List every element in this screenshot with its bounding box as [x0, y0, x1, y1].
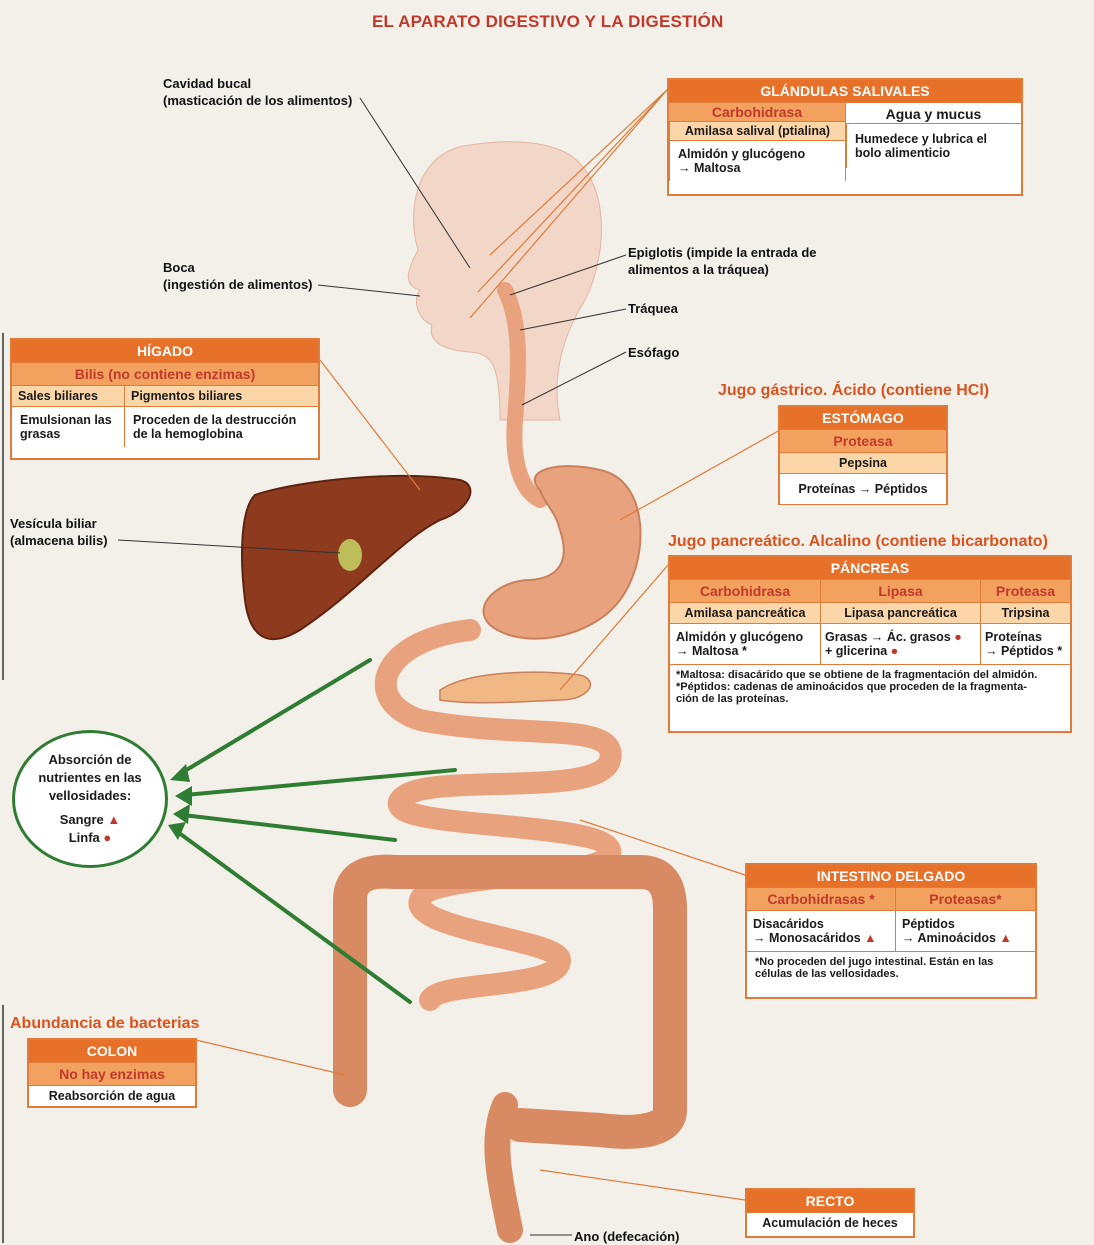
- leader-recto: [540, 1170, 745, 1200]
- estomago-proteasa: Proteasa: [780, 430, 946, 452]
- absorption-arrow-3: [183, 815, 395, 840]
- linfa-dot-icon: ●: [954, 630, 962, 644]
- estomago-header: ESTÓMAGO: [780, 407, 946, 429]
- glandulas-carbohidrasa: Carbohidrasa: [669, 102, 845, 121]
- heading-jugo-gastrico: Jugo gástrico. Ácido (contiene HCl): [718, 382, 989, 400]
- absorption-arrowhead-2: [175, 786, 192, 806]
- higado-bilis: Bilis (no contiene enzimas): [12, 363, 318, 385]
- leader-estomago: [620, 430, 780, 520]
- table-intestino-delgado: INTESTINO DELGADO Carbohidrasas * Protea…: [745, 863, 1037, 999]
- pancreas-amilasa: Amilasa pancreática: [670, 603, 820, 623]
- pancreas-carbohidrasa: Carbohidrasa: [670, 580, 820, 602]
- recto-acumulacion: Acumulación de heces: [747, 1213, 913, 1233]
- large-intestine: [350, 872, 670, 1132]
- table-higado: HÍGADO Bilis (no contiene enzimas) Sales…: [10, 338, 320, 460]
- rectum: [497, 1105, 510, 1230]
- leader-colon: [196, 1040, 345, 1075]
- glandulas-action: Almidón y glucógeno → Maltosa: [669, 140, 845, 181]
- colon-no-enzimas: No hay enzimas: [29, 1063, 195, 1085]
- glandulas-amilasa: Amilasa salival (ptialina): [669, 121, 845, 140]
- gallbladder: [338, 539, 362, 571]
- intestino-header: INTESTINO DELGADO: [747, 865, 1035, 887]
- table-recto: RECTO Acumulación de heces: [745, 1188, 915, 1238]
- table-pancreas: PÁNCREAS Carbohidrasa Lipasa Proteasa Am…: [668, 555, 1072, 733]
- pancreas-tripsina: Tripsina: [980, 603, 1070, 623]
- higado-pigmentos: Pigmentos biliares: [124, 386, 318, 406]
- heading-abundancia-bacterias: Abundancia de bacterias: [10, 1015, 199, 1033]
- heading-jugo-pancreatico: Jugo pancreático. Alcalino (contiene bic…: [668, 533, 1048, 551]
- intestino-carbohidrasas: Carbohidrasas *: [747, 888, 895, 910]
- table-glandulas-salivales: GLÁNDULAS SALIVALES Carbohidrasa Amilasa…: [667, 78, 1023, 196]
- linfa-dot-icon: ●: [103, 830, 111, 845]
- stomach: [484, 466, 641, 639]
- colon-reabsorcion: Reabsorción de agua: [29, 1086, 195, 1106]
- label-vesicula-biliar: Vesícula biliar (almacena bilis): [10, 515, 108, 549]
- sangre-triangle-icon: ▲: [107, 812, 120, 827]
- absorption-arrowhead-1: [170, 764, 190, 782]
- intestino-action-1: Disacáridos → Monosacáridos ▲: [747, 911, 895, 951]
- estomago-pepsina: Pepsina: [780, 453, 946, 473]
- label-cavidad-bucal: Cavidad bucal (masticación de los alimen…: [163, 75, 352, 109]
- sangre-triangle-icon: ▲: [864, 931, 876, 945]
- intestino-proteasas: Proteasas*: [895, 888, 1035, 910]
- label-esofago: Esófago: [628, 344, 679, 361]
- intestino-action-2: Péptidos → Aminoácidos ▲: [895, 911, 1035, 951]
- label-traquea: Tráquea: [628, 300, 678, 317]
- pancreas: [440, 672, 590, 703]
- label-epiglotis: Epiglotis (impide la entrada de alimento…: [628, 244, 817, 278]
- pancreas-action-3: Proteínas → Péptidos *: [980, 624, 1070, 664]
- leader-boca: [318, 285, 420, 296]
- recto-header: RECTO: [747, 1190, 913, 1212]
- higado-sales: Sales biliares: [12, 386, 124, 406]
- table-colon: COLON No hay enzimas Reabsorción de agua: [27, 1038, 197, 1108]
- pancreas-header: PÁNCREAS: [670, 557, 1070, 579]
- higado-emulsionan: Emulsionan las grasas: [12, 407, 124, 447]
- absorption-circle: Absorción de nutrientes en las vellosida…: [12, 730, 168, 868]
- colon-header: COLON: [29, 1040, 195, 1062]
- table-estomago: ESTÓMAGO Proteasa Pepsina Proteínas → Pé…: [778, 405, 948, 505]
- head-silhouette: [408, 142, 601, 420]
- pancreas-action-1: Almidón y glucógeno → Maltosa *: [670, 624, 820, 664]
- glandulas-header: GLÁNDULAS SALIVALES: [669, 80, 1021, 102]
- higado-header: HÍGADO: [12, 340, 318, 362]
- glandulas-humedece: Humedece y lubrica el bolo alimenticio: [846, 123, 1021, 168]
- estomago-action: Proteínas → Péptidos: [780, 474, 946, 504]
- page-title: EL APARATO DIGESTIVO Y LA DIGESTIÓN: [372, 12, 723, 32]
- pancreas-action-2: Grasas → Ác. grasos ● + glicerina ●: [820, 624, 980, 664]
- absorption-arrow-1: [178, 660, 370, 775]
- label-boca: Boca (ingestión de alimentos): [163, 259, 313, 293]
- intestino-notes: *No proceden del jugo intestinal. Están …: [747, 952, 1035, 984]
- pancreas-proteasa: Proteasa: [980, 580, 1070, 602]
- linfa-dot-icon: ●: [891, 644, 899, 658]
- glandulas-agua-mucus: Agua y mucus: [846, 102, 1021, 123]
- absorption-arrowhead-3: [173, 804, 190, 824]
- pancreas-lipasa: Lipasa: [820, 580, 980, 602]
- higado-proceden: Proceden de la destrucción de la hemoglo…: [124, 407, 318, 447]
- leader-higado: [320, 360, 420, 490]
- sangre-triangle-icon: ▲: [999, 931, 1011, 945]
- pancreas-lipasa-enzyme: Lipasa pancreática: [820, 603, 980, 623]
- label-ano: Ano (defecación): [574, 1228, 679, 1245]
- pancreas-notes: *Maltosa: disacárido que se obtiene de l…: [670, 665, 1070, 709]
